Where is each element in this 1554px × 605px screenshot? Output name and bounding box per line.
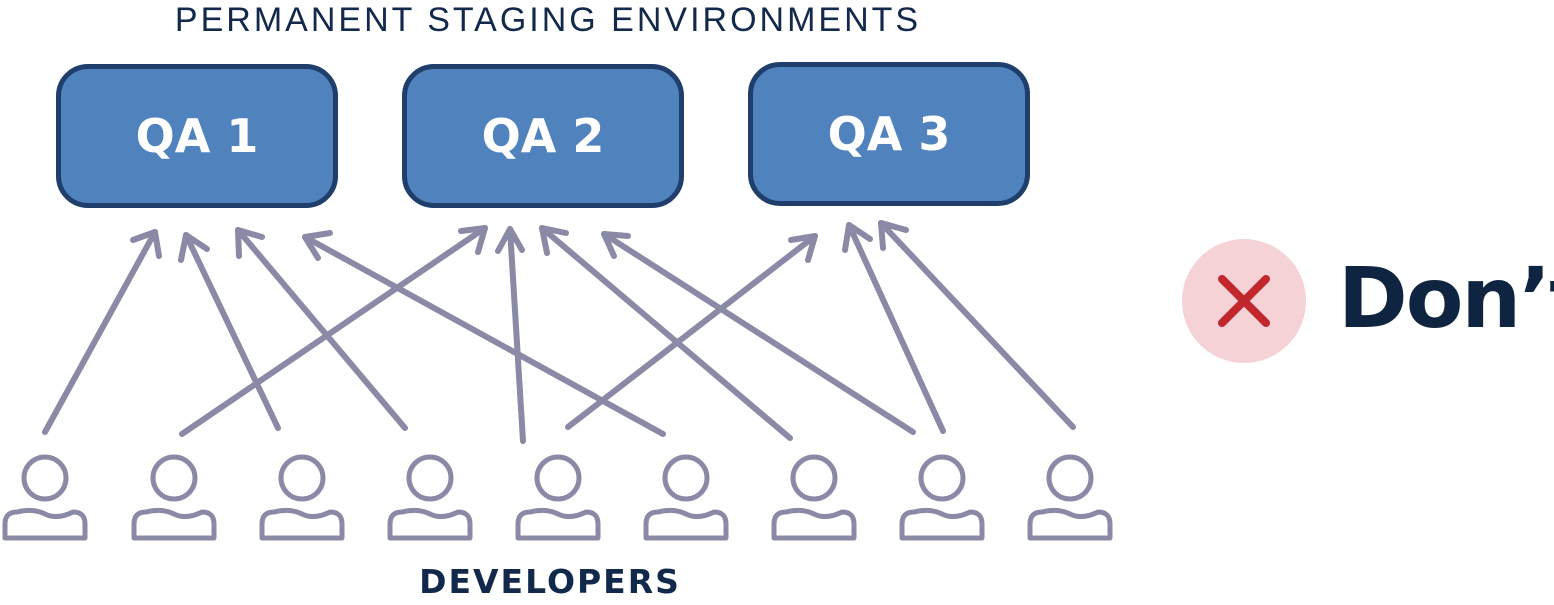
developers-label: DEVELOPERS bbox=[419, 562, 681, 601]
arrow-dev3-qa1 bbox=[178, 232, 281, 431]
developer-icon bbox=[902, 457, 982, 538]
arrow-dev8-qa2 bbox=[601, 231, 916, 435]
developer-icon bbox=[390, 457, 470, 538]
developer-icon bbox=[774, 457, 854, 538]
developer-icon bbox=[5, 457, 85, 538]
arrow-dev5-qa2 bbox=[495, 226, 526, 444]
arrow-dev5-qa3 bbox=[565, 233, 818, 430]
arrow-dev1-qa1 bbox=[42, 229, 162, 435]
verdict-badge bbox=[1182, 239, 1306, 363]
qa-environment-2: QA 2 bbox=[402, 64, 684, 208]
developer-icon bbox=[262, 457, 342, 538]
arrow-dev9-qa3 bbox=[878, 220, 1076, 430]
close-icon bbox=[1218, 275, 1270, 327]
arrow-dev8-qa3 bbox=[842, 222, 946, 434]
qa-environment-1: QA 1 bbox=[56, 64, 338, 208]
arrow-dev6-qa1 bbox=[302, 230, 666, 437]
developer-icon bbox=[134, 457, 214, 538]
qa-environment-3: QA 3 bbox=[748, 62, 1030, 206]
diagram-title: PERMANENT STAGING ENVIRONMENTS bbox=[174, 1, 922, 39]
developer-icon bbox=[1030, 457, 1110, 538]
developer-icon bbox=[646, 457, 726, 538]
developer-icon bbox=[518, 457, 598, 538]
arrow-dev2-qa2 bbox=[179, 225, 488, 437]
developers-row bbox=[5, 457, 1110, 538]
arrow-group bbox=[42, 220, 1076, 444]
arrow-dev7-qa2 bbox=[539, 225, 793, 441]
arrow-dev4-qa1 bbox=[235, 227, 408, 431]
verdict-label: Don’t bbox=[1338, 249, 1554, 347]
